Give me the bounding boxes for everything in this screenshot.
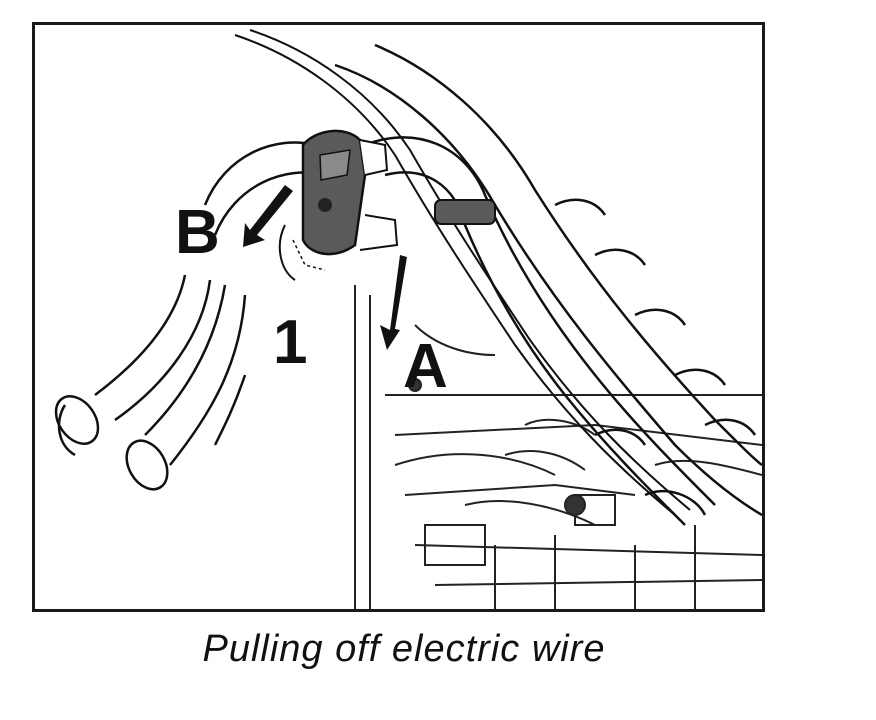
second-hose [364, 136, 716, 526]
thin-tube [234, 29, 691, 516]
figure-frame: B A 1 [32, 22, 765, 612]
label-b: B [175, 198, 220, 267]
left-hoses [54, 141, 326, 491]
label-one: 1 [273, 308, 307, 377]
figure-caption: Pulling off electric wire [202, 628, 606, 670]
background-engine-detail [354, 285, 762, 609]
arrow-b [243, 185, 293, 247]
arrow-a [380, 255, 407, 350]
large-hose [334, 43, 762, 517]
label-a: A [403, 332, 448, 401]
engine-illustration: B A 1 [54, 29, 762, 609]
connector-housing [278, 129, 496, 281]
